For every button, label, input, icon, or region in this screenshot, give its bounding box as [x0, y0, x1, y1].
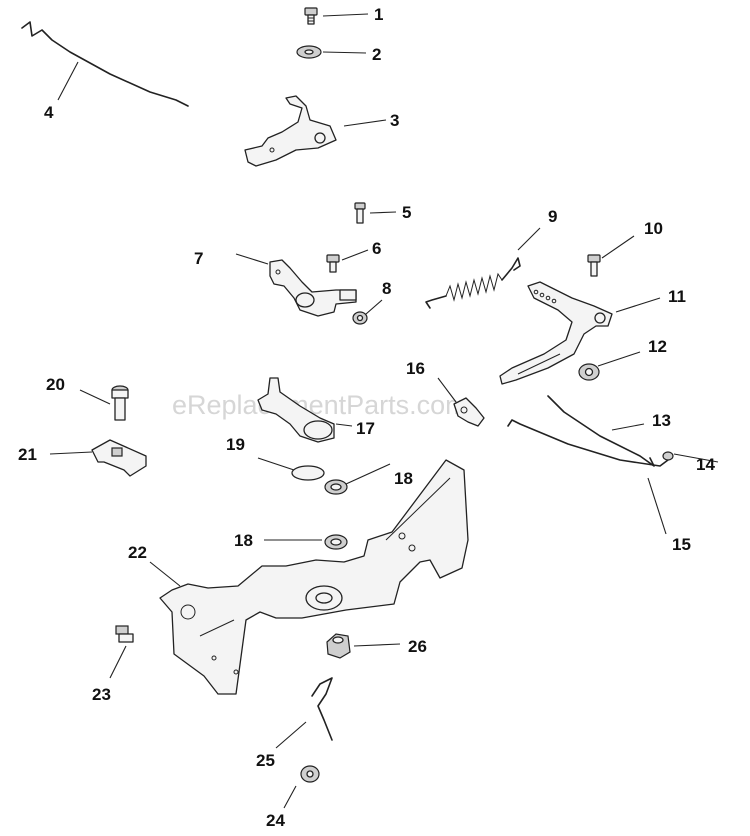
- callout-21: 21: [18, 445, 37, 464]
- callout-26: 26: [408, 637, 427, 656]
- callout-3: 3: [390, 111, 399, 130]
- callout-20: 20: [46, 375, 65, 394]
- part-2-washer: [296, 45, 322, 59]
- callout-12: 12: [648, 337, 667, 356]
- part-3-lever: [244, 95, 337, 167]
- callout-7: 7: [194, 249, 203, 268]
- part-22-main-bracket: [159, 459, 469, 695]
- callout-18-upper: 18: [394, 469, 413, 488]
- part-23-screw: [115, 625, 134, 643]
- callout-22: 22: [128, 543, 147, 562]
- part-21-block: [91, 439, 147, 477]
- part-10-screw: [587, 254, 601, 277]
- part-19-disc: [291, 465, 325, 481]
- callout-1: 1: [374, 5, 383, 24]
- part-1-screw: [304, 7, 318, 25]
- part-4-wire-link: [21, 21, 189, 107]
- part-11-lever: [499, 281, 613, 385]
- callout-labels: 1 2 3 4 5 6 7 8 9 10 11 12 13 14 15 16 1…: [18, 5, 715, 830]
- part-8-nut: [352, 311, 368, 325]
- part-25-spring-wire: [311, 677, 333, 741]
- part-18-washer-upper: [324, 479, 348, 495]
- part-24-nut: [300, 765, 320, 783]
- callout-19: 19: [226, 435, 245, 454]
- part-9-spring: [425, 257, 521, 309]
- watermark: eReplacementParts.com: [172, 390, 468, 420]
- part-18-washer-lower: [324, 534, 348, 550]
- part-7-lever: [269, 259, 357, 317]
- callout-25: 25: [256, 751, 275, 770]
- callout-13: 13: [652, 411, 671, 430]
- part-15-rod: [547, 395, 655, 467]
- part-13-rod: [507, 419, 669, 467]
- callout-14: 14: [696, 455, 715, 474]
- callout-5: 5: [402, 203, 411, 222]
- callout-15: 15: [672, 535, 691, 554]
- callout-16: 16: [406, 359, 425, 378]
- leader-lines: [49, 13, 719, 809]
- part-14-clip: [662, 451, 674, 461]
- callout-9: 9: [548, 207, 557, 226]
- callout-8: 8: [382, 279, 391, 298]
- part-20-bolt: [111, 385, 129, 421]
- callout-2: 2: [372, 45, 381, 64]
- callout-24: 24: [266, 811, 285, 830]
- callout-17: 17: [356, 419, 375, 438]
- callout-18-lower: 18: [234, 531, 253, 550]
- part-26-nut: [326, 633, 351, 659]
- callout-10: 10: [644, 219, 663, 238]
- part-5-screw: [354, 202, 366, 224]
- part-17-lever: [257, 377, 335, 443]
- callout-23: 23: [92, 685, 111, 704]
- part-12-nut: [578, 363, 600, 381]
- callout-11: 11: [668, 287, 686, 306]
- callout-6: 6: [372, 239, 381, 258]
- part-16-clamp: [453, 397, 485, 427]
- callout-4: 4: [44, 103, 54, 122]
- part-6-screw: [326, 254, 340, 273]
